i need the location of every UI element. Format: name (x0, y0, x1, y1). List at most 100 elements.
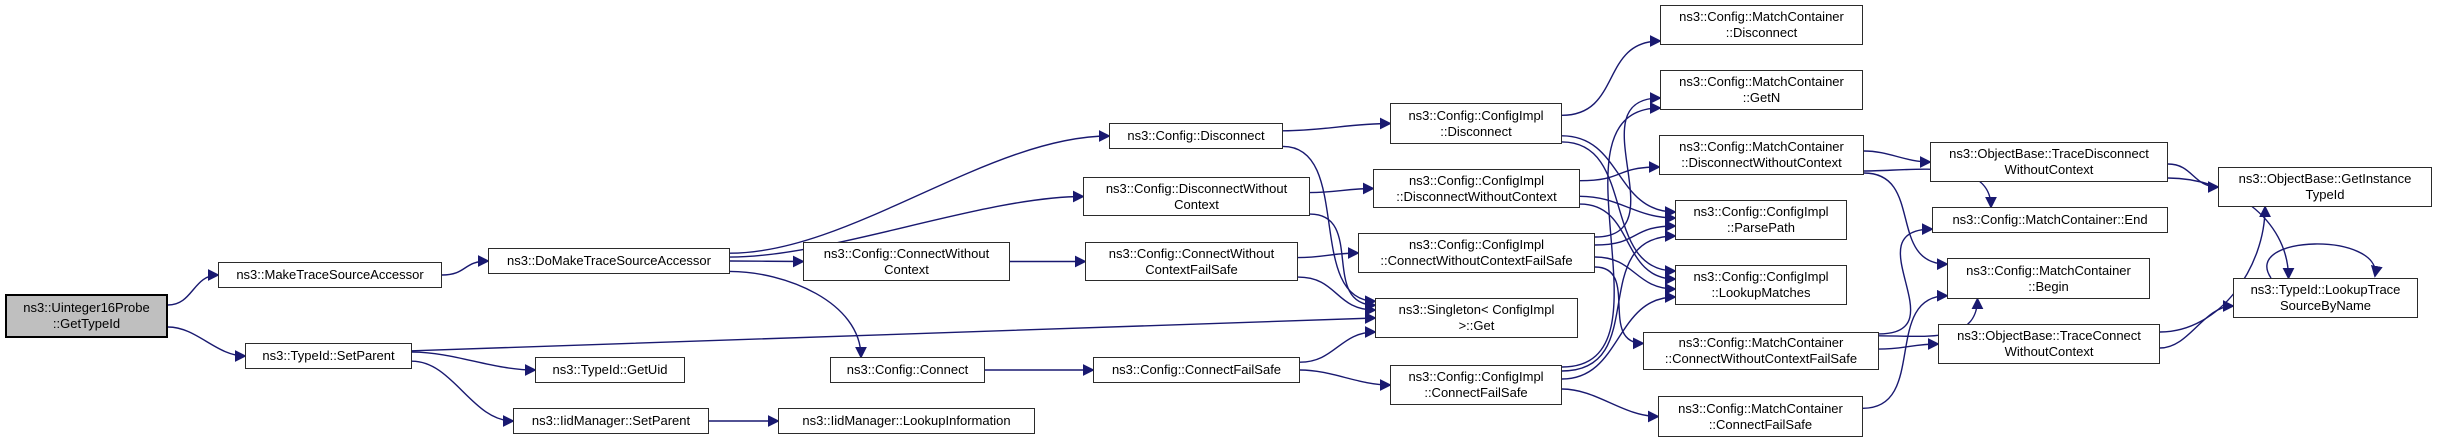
node-label: ns3::Config::ConnectWithout ContextFailS… (1108, 245, 1275, 277)
node-label: ns3::ObjectBase::GetInstance TypeId (2238, 171, 2412, 202)
node-config-connect-fail-safe[interactable]: ns3::Config::ConnectFailSafe (1093, 357, 1300, 383)
edge-object-base-trace-disconnect-without-context-to-object-base-get-instance-type-id (2167, 163, 2220, 193)
node-label: ns3::Config::MatchContainer::End (1952, 212, 2148, 227)
node-label: ns3::Config::MatchContainer ::GetN (1679, 74, 1844, 105)
node-config-disconnect-without-context[interactable]: ns3::Config::DisconnectWithout Context (1083, 177, 1310, 216)
edge-config-impl-disconnect-without-context-to-config-impl-lookup-matches (1579, 203, 1677, 285)
edge-config-disconnect-without-context-to-config-impl-disconnect-without-context (1309, 182, 1375, 195)
node-config-connect[interactable]: ns3::Config::Connect (830, 357, 985, 383)
node-match-container-connect-fail-safe[interactable]: ns3::Config::MatchContainer ::ConnectFai… (1658, 396, 1863, 437)
edge-config-impl-connect-without-context-fail-safe-to-match-container-connect-without-context-fail-safe (1594, 266, 1645, 350)
node-config-impl-disconnect-without-context[interactable]: ns3::Config::ConfigImpl ::DisconnectWith… (1373, 169, 1580, 208)
node-config-impl-connect-without-context-fail-safe[interactable]: ns3::Config::ConfigImpl ::ConnectWithout… (1358, 233, 1595, 273)
node-config-connect-without-context-fail-safe[interactable]: ns3::Config::ConnectWithout ContextFailS… (1085, 242, 1298, 281)
node-label: ns3::IidManager::SetParent (531, 413, 691, 428)
node-label: ns3::Config::ConfigImpl ::ParsePath (1693, 204, 1829, 235)
edge-config-impl-connect-fail-safe-to-match-container-get-n (1561, 102, 1662, 368)
edge-config-impl-disconnect-without-context-to-match-container-disconnect-without-context (1579, 161, 1661, 182)
edge-config-impl-connect-fail-safe-to-config-impl-parse-path (1561, 230, 1677, 372)
edge-config-connect-fail-safe-to-config-impl-connect-fail-safe (1299, 369, 1392, 391)
node-config-impl-parse-path[interactable]: ns3::Config::ConfigImpl ::ParsePath (1675, 200, 1847, 240)
node-match-container-disconnect[interactable]: ns3::Config::MatchContainer ::Disconnect (1660, 5, 1863, 45)
node-match-container-begin[interactable]: ns3::Config::MatchContainer ::Begin (1947, 258, 2150, 299)
node-match-container-get-n[interactable]: ns3::Config::MatchContainer ::GetN (1660, 70, 1863, 110)
node-typeid-lookup-trace-source-by-name[interactable]: ns3::TypeId::LookupTrace SourceByName (2233, 278, 2418, 318)
node-label: ns3::TypeId::SetParent (262, 348, 395, 363)
edge-config-impl-connect-fail-safe-to-match-container-connect-fail-safe (1561, 388, 1660, 423)
node-label: ns3::IidManager::LookupInformation (802, 413, 1011, 428)
edge-match-container-connect-fail-safe-to-match-container-begin (1862, 289, 1949, 409)
edge-uinteger16probe-get-type-id-to-typeid-set-parent (167, 326, 247, 362)
node-iid-manager-set-parent[interactable]: ns3::IidManager::SetParent (513, 408, 709, 434)
edge-match-container-disconnect-without-context-to-match-container-begin (1863, 172, 1949, 271)
node-match-container-end[interactable]: ns3::Config::MatchContainer::End (1932, 207, 2168, 233)
node-typeid-get-uid[interactable]: ns3::TypeId::GetUid (535, 357, 685, 383)
node-label: ns3::Config::MatchContainer ::Begin (1966, 262, 2131, 294)
edge-match-container-connect-without-context-fail-safe-to-object-base-trace-connect-without-context (1878, 338, 1940, 350)
edge-config-disconnect-without-context-to-singleton-config-impl-get (1309, 213, 1377, 312)
edge-do-make-trace-source-accessor-to-config-disconnect (729, 130, 1111, 254)
edge-typeid-lookup-trace-source-by-name-to-typeid-lookup-trace-source-by-name (2266, 243, 2383, 279)
node-match-container-disconnect-without-context[interactable]: ns3::Config::MatchContainer ::Disconnect… (1659, 135, 1864, 175)
edge-config-impl-disconnect-to-match-container-disconnect (1561, 35, 1662, 116)
node-label: ns3::Config::MatchContainer ::Disconnect (1679, 9, 1844, 40)
edge-typeid-set-parent-to-iid-manager-set-parent (411, 360, 515, 427)
node-do-make-trace-source-accessor[interactable]: ns3::DoMakeTraceSourceAccessor (488, 248, 730, 274)
node-label: ns3::ObjectBase::TraceDisconnect Without… (1949, 146, 2149, 177)
node-config-impl-lookup-matches[interactable]: ns3::Config::ConfigImpl ::LookupMatches (1675, 265, 1847, 305)
edge-do-make-trace-source-accessor-to-config-connect (729, 270, 867, 359)
node-label: ns3::Config::ConfigImpl ::ConnectWithout… (1380, 237, 1573, 268)
node-label: ns3::Config::MatchContainer ::ConnectWit… (1664, 335, 1858, 366)
node-label: ns3::Config::ConfigImpl ::DisconnectWith… (1396, 172, 1557, 204)
edge-config-impl-connect-fail-safe-to-config-impl-lookup-matches (1561, 291, 1677, 380)
edge-object-base-trace-connect-without-context-to-typeid-lookup-trace-source-by-name (2159, 300, 2235, 349)
node-label: ns3::Config::DisconnectWithout Context (1105, 180, 1288, 212)
edge-match-container-disconnect-without-context-to-object-base-trace-disconnect-without-context (1863, 150, 1932, 168)
node-label: ns3::Config::Disconnect (1127, 128, 1265, 143)
node-label: ns3::Config::ConnectFailSafe (1111, 362, 1282, 377)
node-iid-manager-lookup-information[interactable]: ns3::IidManager::LookupInformation (778, 408, 1035, 434)
edge-make-trace-source-accessor-to-do-make-trace-source-accessor (441, 255, 490, 276)
node-config-connect-without-context[interactable]: ns3::Config::ConnectWithout Context (803, 242, 1010, 281)
node-label: ns3::Config::MatchContainer ::ConnectFai… (1678, 400, 1843, 432)
node-label: ns3::Config::ConfigImpl ::LookupMatches (1693, 269, 1829, 300)
node-singleton-config-impl-get[interactable]: ns3::Singleton< ConfigImpl >::Get (1375, 298, 1578, 338)
node-config-disconnect[interactable]: ns3::Config::Disconnect (1109, 123, 1283, 149)
node-config-impl-disconnect[interactable]: ns3::Config::ConfigImpl ::Disconnect (1390, 103, 1562, 144)
node-object-base-get-instance-type-id[interactable]: ns3::ObjectBase::GetInstance TypeId (2218, 167, 2432, 207)
edge-config-connect-without-context-fail-safe-to-singleton-config-impl-get (1297, 276, 1377, 316)
edge-config-connect-without-context-fail-safe-to-config-impl-connect-without-context-fail-safe (1297, 247, 1360, 259)
edge-config-connect-fail-safe-to-singleton-config-impl-get (1299, 326, 1377, 363)
node-label: ns3::TypeId::LookupTrace SourceByName (2250, 282, 2401, 313)
node-uinteger16probe-get-type-id: ns3::Uinteger16Probe ::GetTypeId (5, 294, 168, 338)
node-config-impl-connect-fail-safe[interactable]: ns3::Config::ConfigImpl ::ConnectFailSaf… (1390, 365, 1562, 405)
node-label: ns3::MakeTraceSourceAccessor (236, 267, 424, 282)
node-label: ns3::Config::ConfigImpl ::ConnectFailSaf… (1408, 369, 1544, 400)
node-make-trace-source-accessor[interactable]: ns3::MakeTraceSourceAccessor (218, 262, 442, 288)
node-label: ns3::Config::Connect (846, 362, 969, 377)
edge-config-impl-disconnect-to-config-impl-lookup-matches (1561, 141, 1677, 277)
edge-config-impl-connect-without-context-fail-safe-to-config-impl-parse-path (1594, 220, 1677, 246)
node-match-container-connect-without-context-fail-safe[interactable]: ns3::Config::MatchContainer ::ConnectWit… (1643, 332, 1879, 370)
edge-config-impl-disconnect-without-context-to-config-impl-parse-path (1579, 195, 1677, 224)
node-label: ns3::Config::MatchContainer ::Disconnect… (1679, 139, 1844, 170)
edge-typeid-set-parent-to-typeid-get-uid (411, 351, 537, 376)
edge-config-impl-connect-without-context-fail-safe-to-match-container-get-n (1594, 92, 1662, 238)
node-label: ns3::ObjectBase::TraceConnect WithoutCon… (1957, 328, 2141, 359)
node-label: ns3::TypeId::GetUid (552, 362, 668, 377)
node-label: ns3::Singleton< ConfigImpl >::Get (1398, 302, 1555, 333)
edge-typeid-set-parent-to-singleton-config-impl-get (411, 312, 1377, 352)
edge-do-make-trace-source-accessor-to-config-disconnect-without-context (729, 190, 1085, 258)
node-label: ns3::Config::ConnectWithout Context (823, 245, 990, 277)
node-label: ns3::Config::ConfigImpl ::Disconnect (1408, 107, 1544, 139)
edge-uinteger16probe-get-type-id-to-make-trace-source-accessor (167, 269, 220, 306)
edge-config-impl-connect-without-context-fail-safe-to-config-impl-lookup-matches (1594, 256, 1677, 295)
node-label: ns3::Uinteger16Probe ::GetTypeId (23, 300, 150, 331)
node-object-base-trace-connect-without-context[interactable]: ns3::ObjectBase::TraceConnect WithoutCon… (1938, 324, 2160, 364)
edge-config-disconnect-to-config-impl-disconnect (1282, 117, 1392, 132)
node-object-base-trace-disconnect-without-context[interactable]: ns3::ObjectBase::TraceDisconnect Without… (1930, 142, 2168, 182)
node-typeid-set-parent[interactable]: ns3::TypeId::SetParent (245, 343, 412, 369)
node-label: ns3::DoMakeTraceSourceAccessor (507, 253, 711, 268)
